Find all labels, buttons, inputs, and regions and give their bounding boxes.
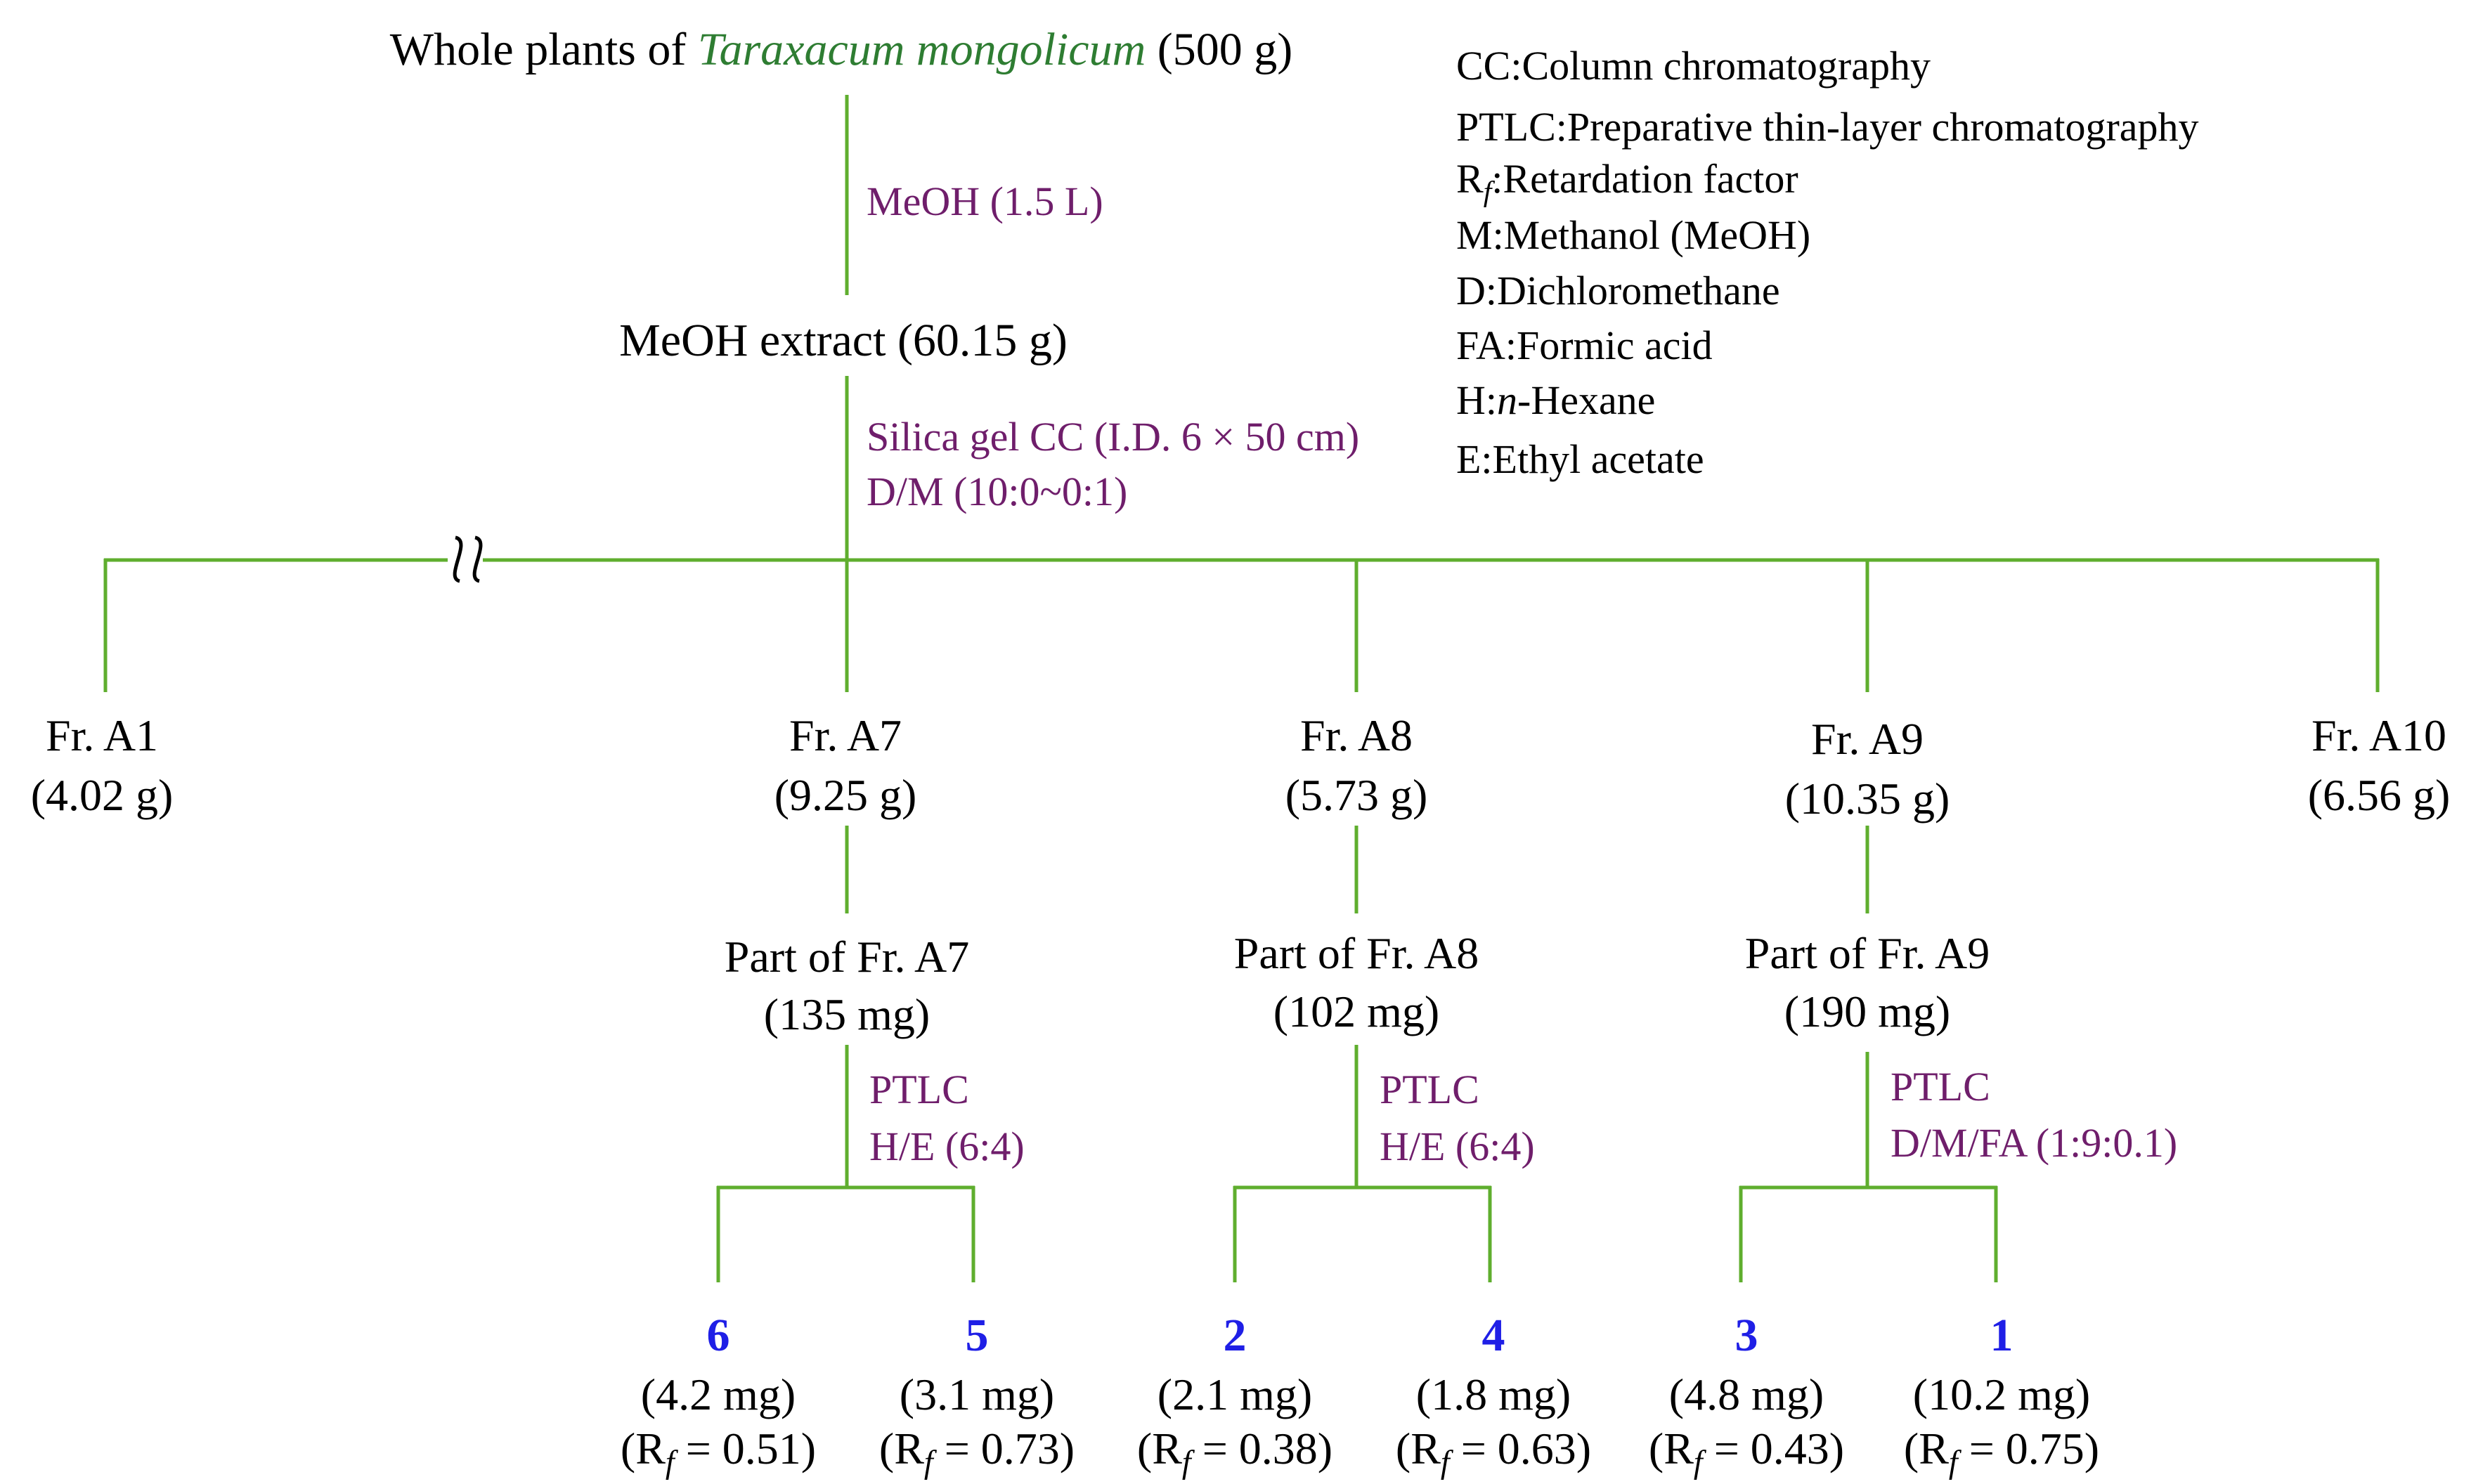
extract-label: MeOH extract (60.15 g) xyxy=(619,315,1068,366)
part-method: PTLC xyxy=(1380,1067,1479,1112)
compound-mass: (2.1 mg) xyxy=(1157,1369,1313,1419)
species-name: Taraxacum mongolicum xyxy=(697,24,1146,75)
compound-mass: (1.8 mg) xyxy=(1415,1369,1571,1419)
compound-number: 1 xyxy=(1990,1310,2014,1361)
part-method: PTLC xyxy=(1891,1064,1990,1109)
part-solvent: D/M/FA (1:9:0.1) xyxy=(1891,1120,2178,1166)
fraction-name: Fr. A7 xyxy=(789,710,902,760)
compound-rf-sub: f xyxy=(1693,1443,1703,1480)
compound-number: 3 xyxy=(1734,1310,1758,1361)
compound-number: 5 xyxy=(965,1310,989,1361)
part-mass: (135 mg) xyxy=(763,989,930,1039)
compound-rf: (Rf = 0.63) xyxy=(1395,1424,1592,1478)
legend-ptlc: PTLC:Preparative thin-layer chromatograp… xyxy=(1456,104,2199,150)
fraction-mass: (6.56 g) xyxy=(2307,770,2451,820)
compound-number: 4 xyxy=(1481,1310,1505,1361)
compound-rf-sub: f xyxy=(1440,1443,1450,1480)
part-solvent: H/E (6:4) xyxy=(869,1124,1025,1169)
legend-h-prefix: H: xyxy=(1456,377,1497,423)
legend-h-rest: -Hexane xyxy=(1517,377,1656,423)
compound-rf-value: = 0.43) xyxy=(1702,1424,1845,1473)
root-suffix: (500 g) xyxy=(1146,24,1293,75)
compound-mass: (4.8 mg) xyxy=(1668,1369,1824,1419)
compound-rf: (Rf = 0.43) xyxy=(1648,1424,1845,1478)
compound-rf-value: = 0.51) xyxy=(674,1424,817,1473)
fraction-name: Fr. A9 xyxy=(1810,714,1924,764)
compound-rf: (Rf = 0.51) xyxy=(620,1424,817,1478)
compound-rf-prefix: (R xyxy=(1136,1424,1182,1473)
legend-h: H:n-Hexane xyxy=(1456,380,1655,421)
legend-cc: CC:Column chromatography xyxy=(1456,43,1931,89)
legend-h-italic: n xyxy=(1497,377,1517,423)
fraction-name: Fr. A1 xyxy=(45,710,159,760)
compound-rf-sub: f xyxy=(665,1443,675,1480)
part-mass: (190 mg) xyxy=(1784,987,1951,1036)
legend-rf-rest: :Retardation factor xyxy=(1491,156,1798,202)
fraction-name: Fr. A10 xyxy=(2311,710,2447,760)
part-name: Part of Fr. A8 xyxy=(1233,928,1479,978)
legend-rf-sub: f xyxy=(1483,175,1492,208)
legend-d: D:Dichloromethane xyxy=(1456,268,1780,313)
compound-mass: (4.2 mg) xyxy=(640,1369,796,1419)
part-method: PTLC xyxy=(869,1067,969,1112)
fraction-mass: (10.35 g) xyxy=(1784,774,1950,824)
compound-number: 6 xyxy=(706,1310,730,1361)
compound-rf-value: = 0.38) xyxy=(1191,1424,1333,1473)
compound-rf-value: = 0.75) xyxy=(1957,1424,2100,1473)
compound-rf-prefix: (R xyxy=(1395,1424,1441,1473)
axis-break-icon xyxy=(453,535,483,583)
legend-rf-main: R xyxy=(1456,156,1484,202)
compound-rf-prefix: (R xyxy=(620,1424,666,1473)
compound-rf-prefix: (R xyxy=(1903,1424,1949,1473)
compound-rf-sub: f xyxy=(1948,1443,1958,1480)
compound-mass: (3.1 mg) xyxy=(899,1369,1055,1419)
fraction-mass: (5.73 g) xyxy=(1285,770,1428,820)
legend-e: E:Ethyl acetate xyxy=(1456,436,1704,482)
compound-rf-sub: f xyxy=(1181,1443,1191,1480)
compound-rf-prefix: (R xyxy=(878,1424,924,1473)
fraction-mass: (4.02 g) xyxy=(30,770,174,820)
fraction-name: Fr. A8 xyxy=(1299,710,1413,760)
part-name: Part of Fr. A7 xyxy=(724,932,970,982)
compound-rf-value: = 0.73) xyxy=(933,1424,1075,1473)
part-solvent: H/E (6:4) xyxy=(1380,1124,1535,1169)
legend-rf: Rf:Retardation factor xyxy=(1456,156,1798,207)
compound-rf-sub: f xyxy=(923,1443,933,1480)
compound-rf: (Rf = 0.73) xyxy=(878,1424,1075,1478)
step2-condition-line2: D/M (10:0~0:1) xyxy=(867,469,1128,514)
root-prefix: Whole plants of xyxy=(389,24,698,75)
compound-number: 2 xyxy=(1223,1310,1247,1361)
compound-rf-value: = 0.63) xyxy=(1449,1424,1592,1473)
step1-condition: MeOH (1.5 L) xyxy=(867,178,1103,224)
part-mass: (102 mg) xyxy=(1273,987,1440,1036)
compound-rf-prefix: (R xyxy=(1648,1424,1694,1473)
part-name: Part of Fr. A9 xyxy=(1744,928,1990,978)
compound-rf: (Rf = 0.75) xyxy=(1903,1424,2100,1478)
compound-rf: (Rf = 0.38) xyxy=(1136,1424,1333,1478)
legend-fa: FA:Formic acid xyxy=(1456,323,1713,368)
legend-m: M:Methanol (MeOH) xyxy=(1456,212,1811,258)
root-label: Whole plants of Taraxacum mongolicum (50… xyxy=(390,27,1292,73)
step2-condition-line1: Silica gel CC (I.D. 6 × 50 cm) xyxy=(867,414,1360,460)
fraction-mass: (9.25 g) xyxy=(774,770,917,820)
compound-mass: (10.2 mg) xyxy=(1912,1369,2091,1419)
